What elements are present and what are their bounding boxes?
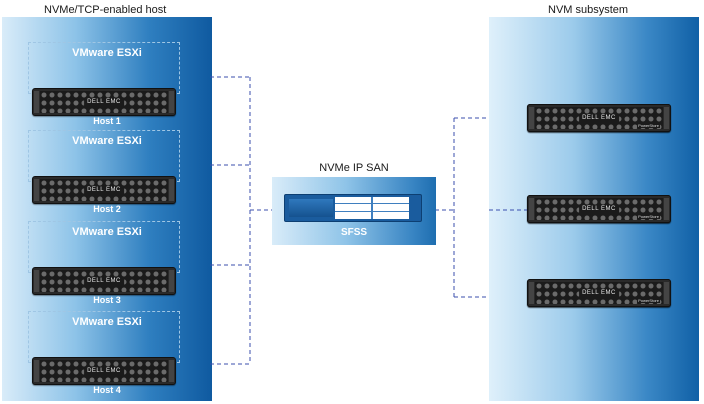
- server-icon: DELL EMC: [32, 267, 176, 295]
- array-brand: DELL EMC: [579, 205, 619, 213]
- storage-array-icon: DELL EMC PowerStore: [527, 195, 671, 223]
- host-2[interactable]: VMware ESXi DELL EMC Host 2: [2, 130, 212, 216]
- host-os-label: VMware ESXi: [72, 226, 142, 238]
- san-title: NVMe IP SAN: [319, 162, 389, 174]
- host-4[interactable]: VMware ESXi DELL EMC Host 4: [2, 311, 212, 397]
- storage-array-2[interactable]: DELL EMC PowerStore: [527, 195, 671, 223]
- host-label: Host 1: [93, 116, 121, 126]
- server-brand: DELL EMC: [84, 186, 124, 194]
- storage-array-icon: DELL EMC PowerStore: [527, 104, 671, 132]
- storage-array-icon: DELL EMC PowerStore: [527, 279, 671, 307]
- switch-label: SFSS: [340, 227, 368, 238]
- server-icon: DELL EMC: [32, 176, 176, 204]
- host-1[interactable]: VMware ESXi DELL EMC Host 1: [2, 42, 212, 128]
- host-label: Host 2: [93, 204, 121, 214]
- host-label: Host 4: [93, 385, 121, 395]
- array-brand: DELL EMC: [579, 289, 619, 297]
- nvm-subsystem-panel: DELL EMC PowerStore DELL EMC PowerStore …: [489, 17, 699, 401]
- server-icon: DELL EMC: [32, 357, 176, 385]
- storage-array-1[interactable]: DELL EMC PowerStore: [527, 104, 671, 132]
- array-model: PowerStore: [637, 123, 660, 128]
- host-os-label: VMware ESXi: [72, 47, 142, 59]
- host-os-label: VMware ESXi: [72, 316, 142, 328]
- host-label: Host 3: [93, 295, 121, 305]
- server-brand: DELL EMC: [84, 367, 124, 375]
- host-os-label: VMware ESXi: [72, 135, 142, 147]
- left-panel-title: NVMe/TCP-enabled host: [44, 4, 167, 16]
- switch-icon[interactable]: [284, 194, 422, 222]
- host-3[interactable]: VMware ESXi DELL EMC Host 3: [2, 221, 212, 307]
- switch-stripe: [289, 199, 333, 217]
- right-panel-title: NVM subsystem: [548, 4, 629, 16]
- server-brand: DELL EMC: [84, 277, 124, 285]
- host-panel: VMware ESXi DELL EMC Host 1 VMware ESXi …: [2, 17, 212, 401]
- server-brand: DELL EMC: [84, 98, 124, 106]
- array-model: PowerStore: [637, 214, 660, 219]
- array-model: PowerStore: [637, 298, 660, 303]
- array-brand: DELL EMC: [579, 114, 619, 122]
- switch-ports: [335, 197, 409, 219]
- storage-array-3[interactable]: DELL EMC PowerStore: [527, 279, 671, 307]
- server-icon: DELL EMC: [32, 88, 176, 116]
